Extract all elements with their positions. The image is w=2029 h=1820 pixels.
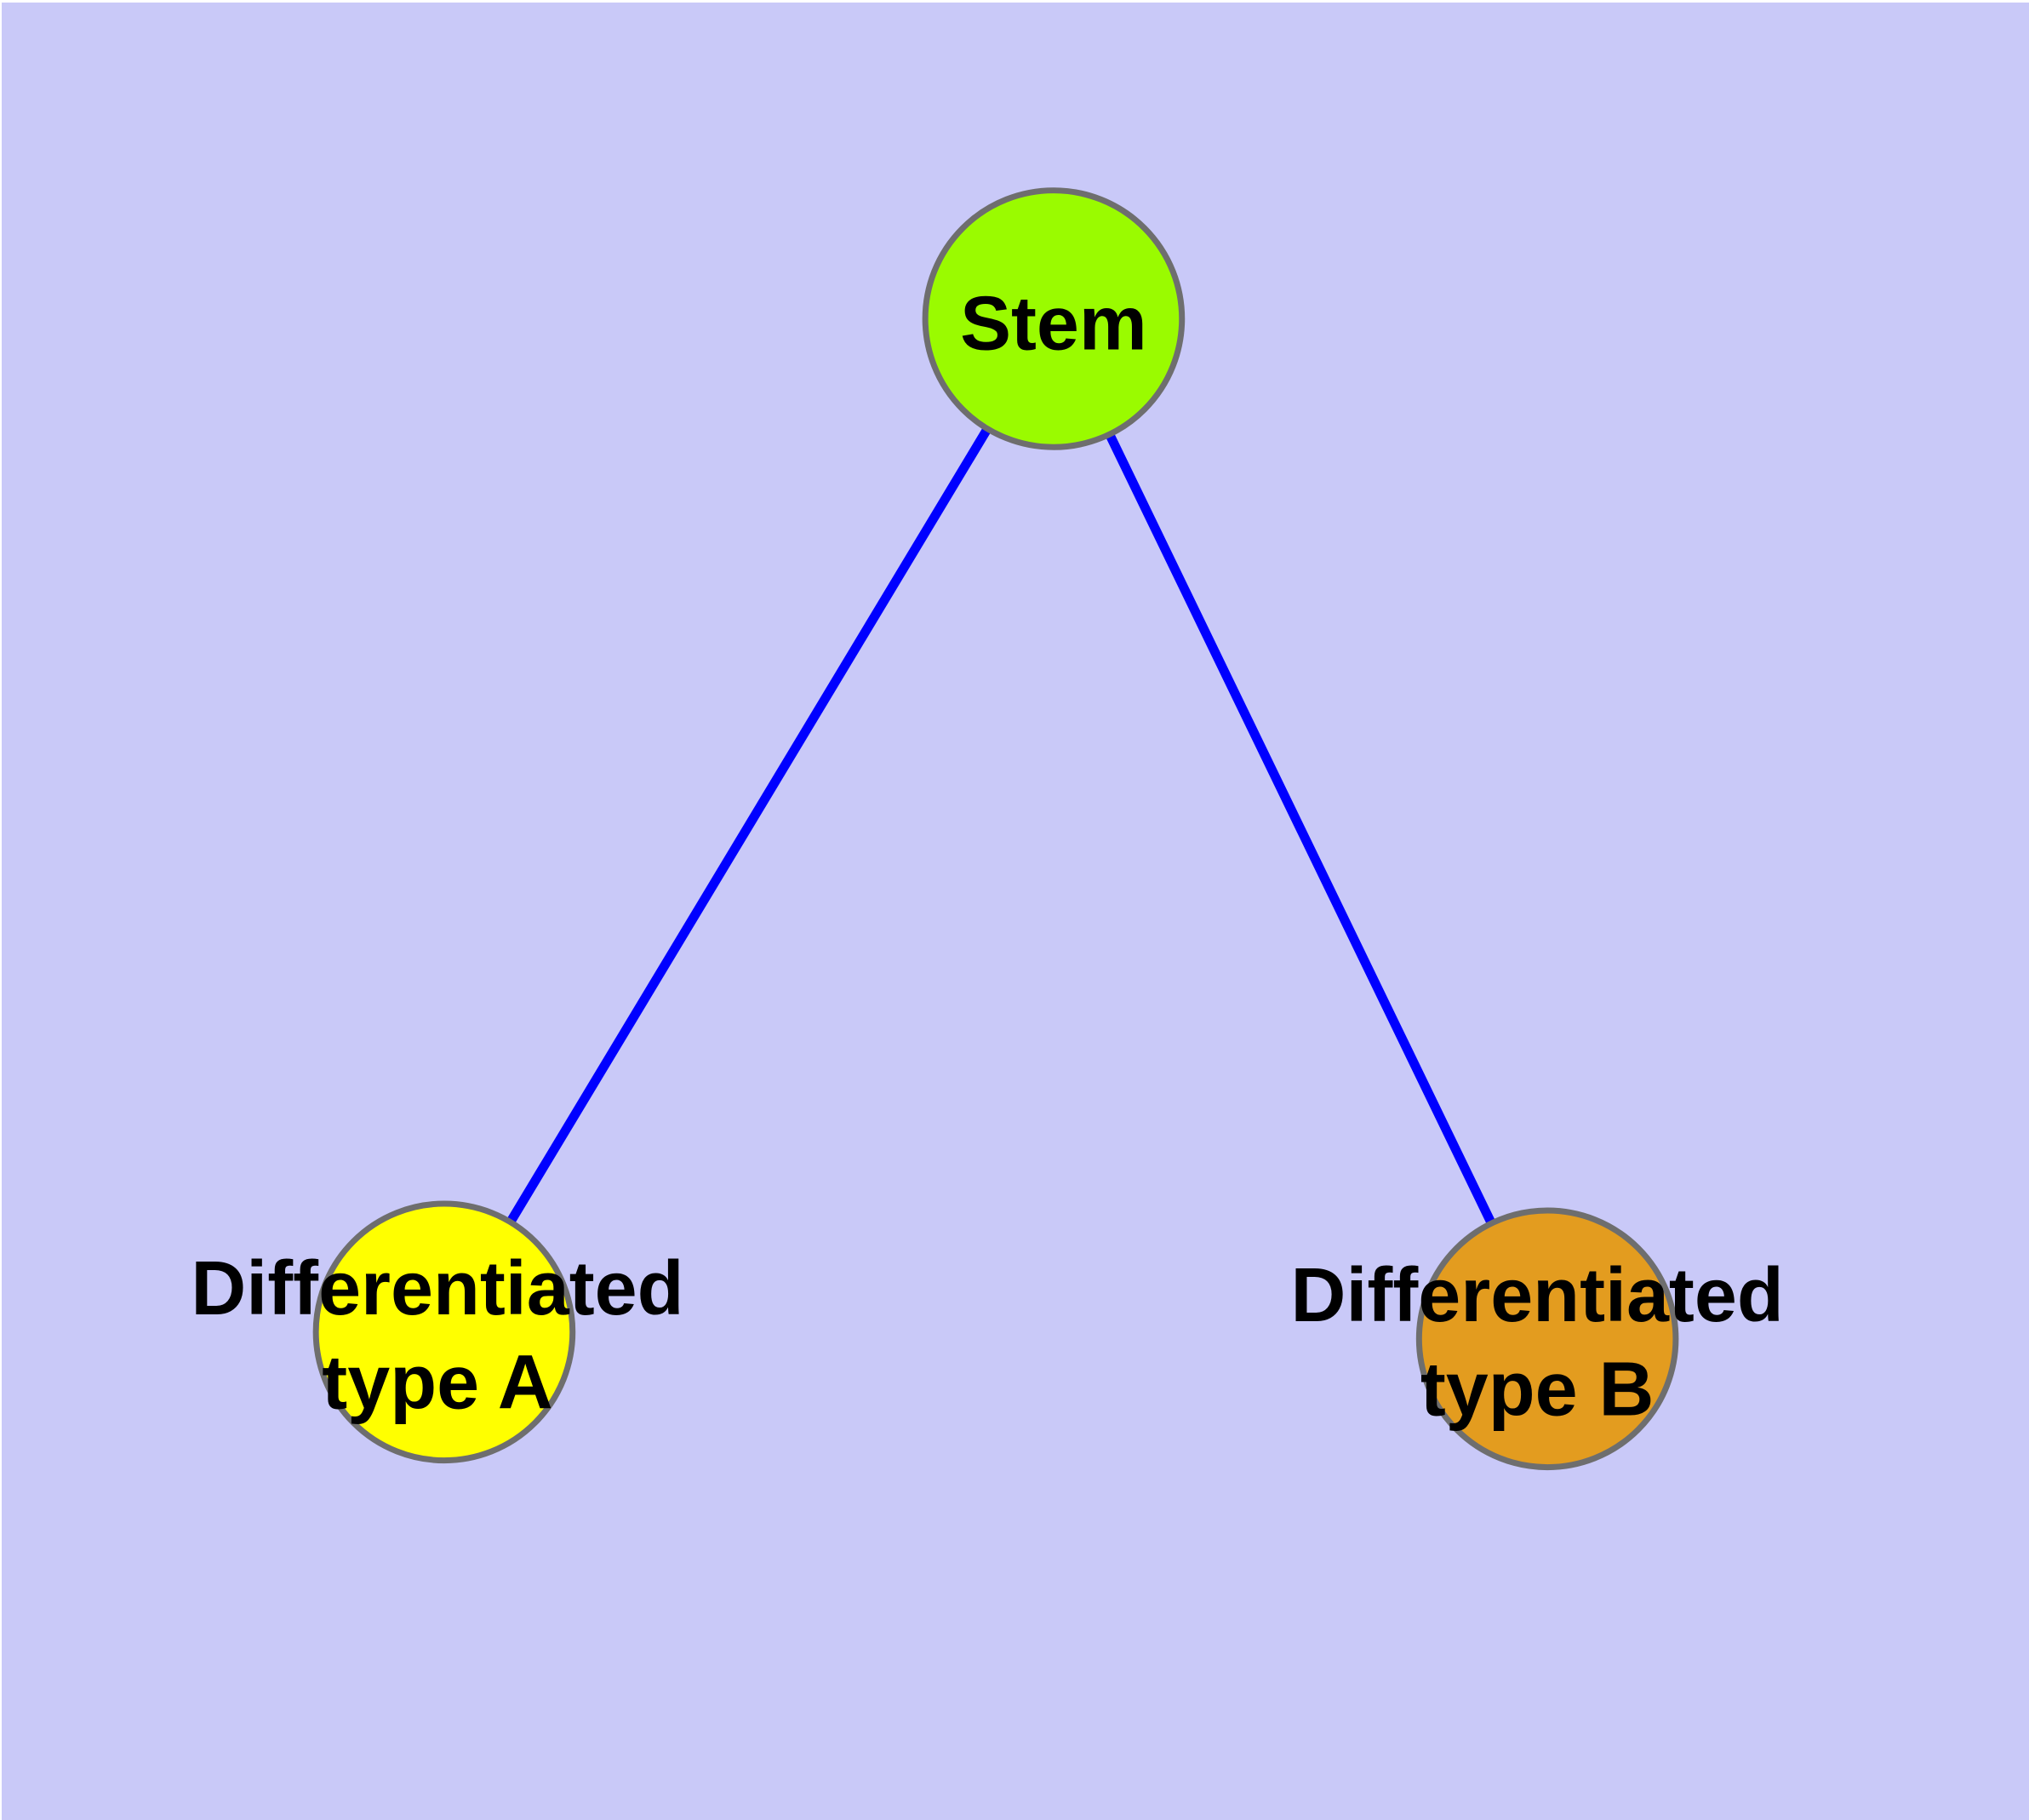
node-diff-b-label-line-1: Differentiated	[1291, 1253, 1784, 1338]
edge-stem-to-diff-b	[1049, 317, 1552, 1342]
node-diff-b-circle	[1415, 1207, 1679, 1471]
node-diff-b-label-line-2: type B	[1420, 1348, 1655, 1433]
nodes-layer	[312, 187, 1679, 1471]
node-diff-a-label-line-1: Differentiated	[191, 1246, 683, 1331]
node-diff-a-circle	[312, 1200, 576, 1464]
edges-layer	[440, 316, 1552, 1342]
edge-stem-to-diff-a	[440, 316, 1058, 1335]
node-stem-label-line-1: Stem	[960, 281, 1147, 366]
node-diff-b-label: Differentiated type B	[1291, 1253, 1784, 1433]
node-diff-a-label: Differentiated type A	[191, 1246, 683, 1426]
node-stem-label: Stem	[960, 281, 1147, 366]
node-stem-circle	[922, 187, 1186, 450]
node-diff-a-label-line-2: type A	[322, 1341, 552, 1426]
